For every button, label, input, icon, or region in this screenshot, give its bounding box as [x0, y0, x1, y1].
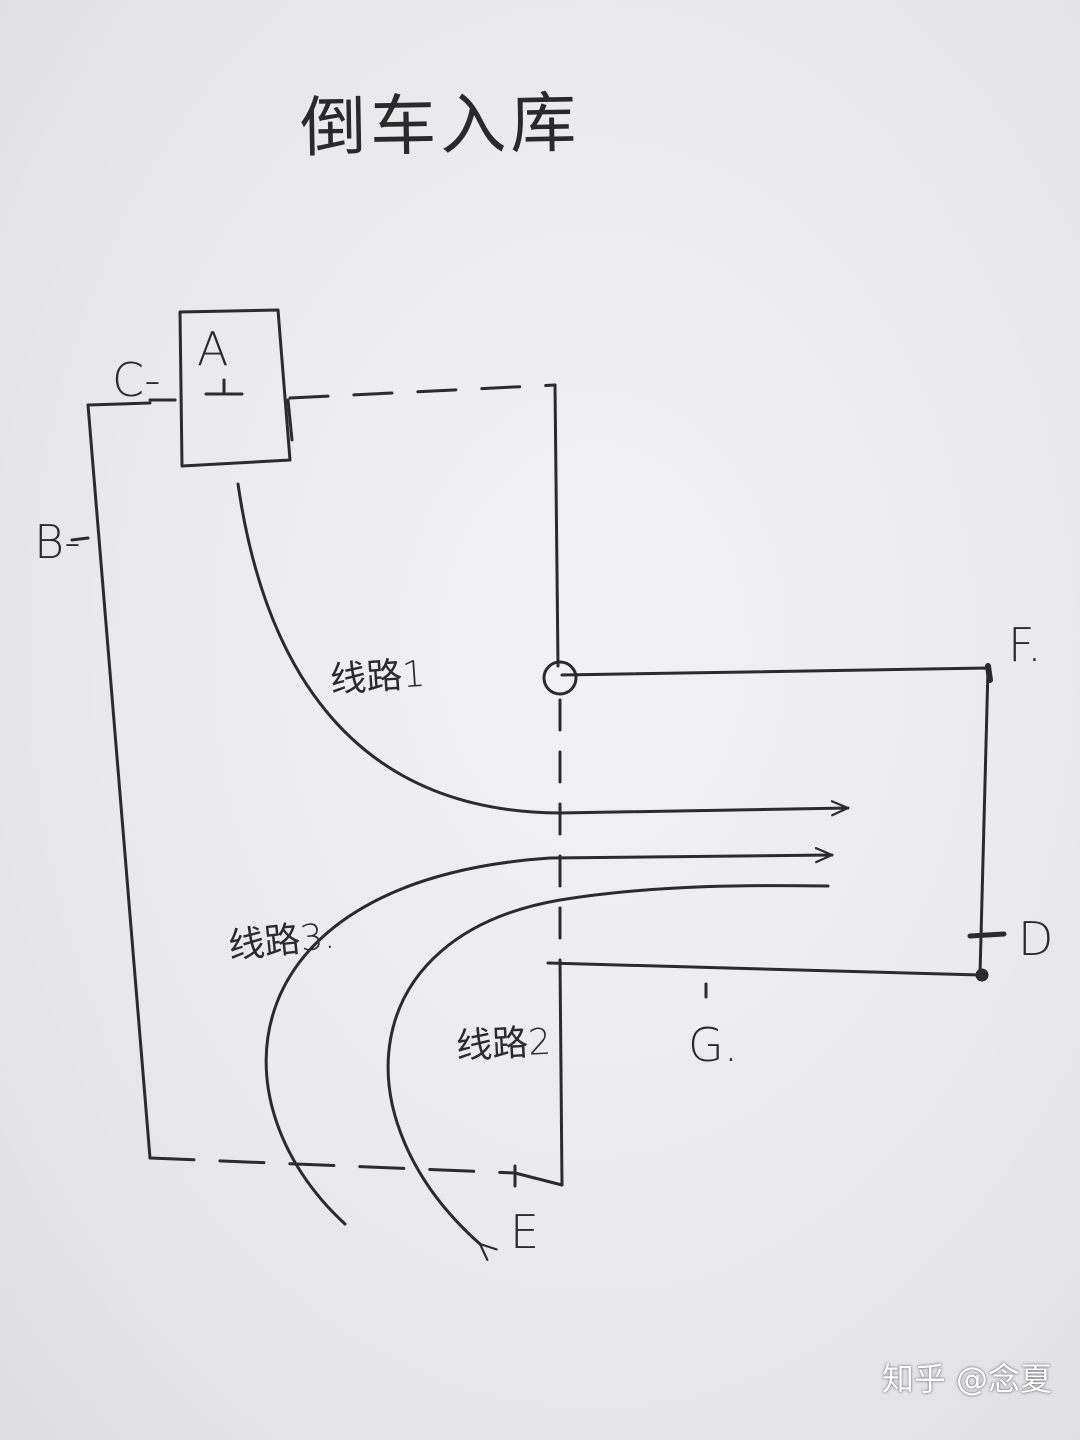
pivot-circle: [542, 660, 578, 696]
route-2-path: [386, 884, 830, 1261]
label-b: B-: [34, 515, 81, 569]
b-marker: [70, 536, 90, 542]
label-c: C-: [112, 353, 161, 407]
parking-space: [546, 666, 990, 977]
d-dot: [975, 968, 989, 982]
diagram-title: 倒车入库: [299, 84, 581, 167]
label-route-3: 线路3.: [226, 915, 337, 968]
e-marker-stub: [513, 1171, 564, 1187]
label-route-1: 线路1: [328, 653, 427, 702]
f-marker: [985, 663, 993, 683]
bottom-dashed-line: [148, 1156, 517, 1175]
route-1-path: [236, 482, 850, 817]
route-3-path: [264, 847, 834, 1226]
label-g: G.: [688, 1018, 739, 1072]
car-box-tail: [286, 398, 294, 442]
label-d: D: [1018, 912, 1054, 966]
vertical-solid-lower: [558, 958, 564, 1187]
vertical-solid-upper: [553, 383, 560, 668]
top-dashed-line: [288, 383, 557, 400]
b-boundary-line: [86, 401, 152, 1160]
label-route-2: 线路2: [455, 1021, 553, 1068]
d-marker: [967, 931, 1007, 939]
label-e: E: [510, 1205, 540, 1259]
watermark-text: 知乎 @念夏: [881, 1360, 1052, 1398]
label-a: A: [197, 322, 229, 376]
label-f: F.: [1008, 618, 1042, 672]
car-box: [178, 308, 292, 468]
